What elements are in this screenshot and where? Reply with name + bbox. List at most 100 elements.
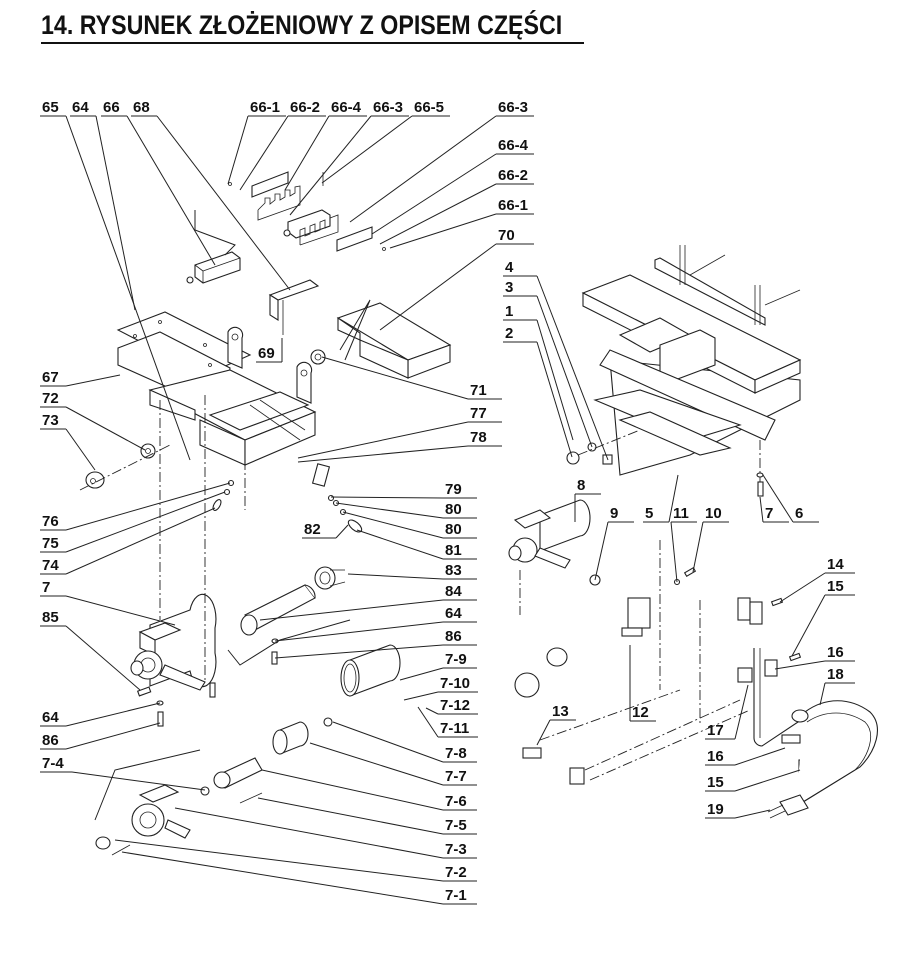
callout-label: 81: [445, 542, 462, 559]
leader-line: [668, 474, 679, 523]
callout-65: 65: [40, 99, 191, 461]
callout-label: 74: [42, 557, 59, 574]
callout-label: 66-3: [373, 99, 403, 116]
callout-15: 15: [791, 578, 855, 657]
leader-line: [417, 706, 439, 738]
callout-label: 7-9: [445, 651, 467, 668]
callout-66-1: 66-1: [227, 99, 286, 185]
callout-label: 84: [445, 583, 462, 600]
callout-85: 85: [40, 609, 141, 691]
callout-label: 11: [673, 505, 689, 522]
motor-exploded: [95, 644, 401, 856]
callout-label: 15: [827, 578, 844, 595]
callout-7-12: 7-12: [425, 697, 478, 715]
callout-66: 66: [101, 99, 216, 266]
leader-line: [65, 722, 161, 750]
callout-label: 7-7: [445, 768, 467, 785]
pin-bar: [186, 251, 241, 284]
leader-line: [321, 356, 469, 400]
callout-73: 73: [40, 412, 96, 471]
leader-line: [347, 573, 444, 580]
leader-line: [71, 771, 206, 791]
callout-label: 5: [645, 505, 653, 522]
callout-label: 66-2: [498, 167, 528, 184]
callout-7: 7: [759, 496, 789, 523]
callout-label: 66-2: [290, 99, 320, 116]
callout-64: 64: [40, 702, 161, 727]
callout-66-2: 66-2: [239, 99, 326, 191]
callout-74: 74: [40, 507, 216, 575]
outfeed-table: [336, 302, 452, 379]
leader-line: [734, 809, 771, 819]
leader-line: [379, 243, 497, 331]
leader-line: [734, 684, 749, 740]
leader-line: [261, 769, 444, 811]
callout-5: 5: [643, 474, 679, 523]
leader-line: [536, 719, 551, 746]
leader-line: [403, 691, 439, 701]
leader-line: [819, 682, 826, 706]
callout-71: 71: [321, 356, 502, 400]
callout-19: 19: [705, 801, 771, 819]
callout-label: 64: [42, 709, 59, 726]
leader-line: [174, 807, 444, 859]
callout-16: 16: [705, 747, 786, 766]
callout-69: 69: [256, 338, 283, 363]
callout-7-7: 7-7: [309, 742, 477, 786]
callout-label: 66-4: [331, 99, 362, 116]
callout-label: 64: [72, 99, 89, 116]
callout-label: 14: [827, 556, 844, 573]
leader-line: [274, 644, 444, 659]
leader-line: [65, 625, 141, 691]
callout-77: 77: [297, 405, 502, 459]
leader-line: [65, 406, 146, 451]
planer-assembled: [581, 245, 802, 485]
leader-line: [734, 747, 786, 766]
leader-line: [114, 839, 444, 882]
callout-84: 84: [259, 583, 477, 621]
callout-label: 4: [505, 259, 514, 276]
leader-line: [791, 594, 826, 657]
main-frame: [148, 326, 317, 466]
callout-label: 78: [470, 429, 487, 446]
leader-line: [65, 595, 176, 626]
leader-line: [274, 621, 444, 642]
leader-line: [259, 599, 444, 621]
callout-label: 64: [445, 605, 462, 622]
leader-line: [297, 445, 469, 463]
callout-12: 12: [629, 645, 656, 722]
callout-7-2: 7-2: [114, 839, 477, 882]
leader-line: [65, 428, 96, 471]
callout-66-2: 66-2: [379, 167, 534, 245]
callout-78: 78: [297, 429, 502, 463]
callout-7-11: 7-11: [417, 706, 478, 738]
leader-line: [692, 521, 704, 573]
callout-80: 80: [342, 511, 477, 539]
callout-86: 86: [274, 628, 477, 659]
callout-label: 76: [42, 513, 59, 530]
callout-7: 7: [40, 579, 176, 626]
callout-label: 7-12: [440, 697, 470, 714]
callout-label: 66: [103, 99, 120, 116]
callout-8: 8: [574, 477, 601, 522]
callout-17: 17: [705, 684, 749, 740]
callout-label: 72: [42, 390, 59, 407]
leader-line: [759, 496, 764, 523]
leader-line: [356, 529, 444, 560]
callout-label: 66-4: [498, 137, 529, 154]
callout-66-3: 66-3: [349, 99, 534, 223]
callout-label: 8: [577, 477, 585, 494]
callout-66-4: 66-4: [284, 99, 367, 191]
callout-3: 3: [503, 279, 593, 448]
switch-and-cord: [737, 597, 878, 819]
callout-label: 7-6: [445, 793, 467, 810]
callout-67: 67: [40, 369, 121, 387]
callout-16: 16: [774, 644, 855, 670]
leader-line: [284, 115, 330, 191]
callout-7-4: 7-4: [40, 755, 206, 791]
leader-line: [762, 474, 794, 523]
callout-7-1: 7-1: [121, 851, 477, 905]
callout-81: 81: [356, 529, 477, 560]
callout-label: 7: [765, 505, 773, 522]
callout-label: 7-1: [445, 887, 467, 904]
